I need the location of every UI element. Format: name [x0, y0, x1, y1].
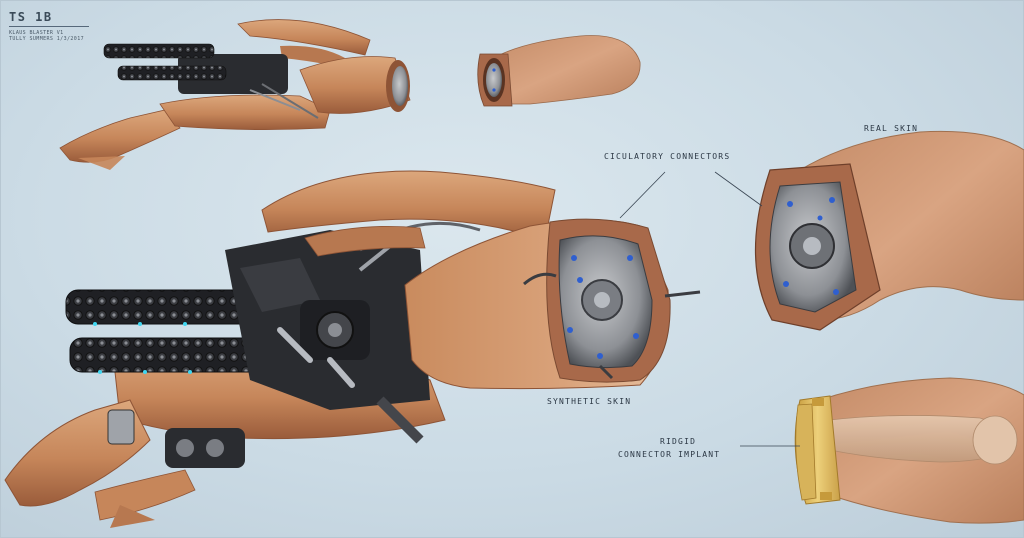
label-implant-line-1: RIDGID	[660, 437, 697, 446]
small-arm-view	[59, 19, 411, 170]
title-divider	[9, 26, 89, 27]
implant-xray-view	[794, 377, 1024, 524]
label-real-skin: REAL SKIN	[864, 124, 919, 133]
title-subtitle-1: KLAUS BLASTER V1	[9, 30, 64, 36]
small-stump-view	[477, 35, 641, 107]
title-subtitle-2: TULLY SUMMERS 1/3/2017	[9, 36, 85, 42]
real-skin-stump-view	[754, 130, 1024, 331]
label-synthetic-skin: SYNTHETIC SKIN	[547, 397, 632, 406]
label-implant-line-2: CONNECTOR IMPLANT	[618, 450, 721, 459]
callout-lines	[619, 171, 800, 447]
sheet-title: TS 1B	[9, 10, 53, 24]
title-block: TS 1B KLAUS BLASTER V1 TULLY SUMMERS 1/3…	[9, 10, 89, 42]
main-arm-view	[4, 170, 701, 528]
label-circulatory-connectors: CICULATORY CONNECTORS	[604, 152, 731, 161]
